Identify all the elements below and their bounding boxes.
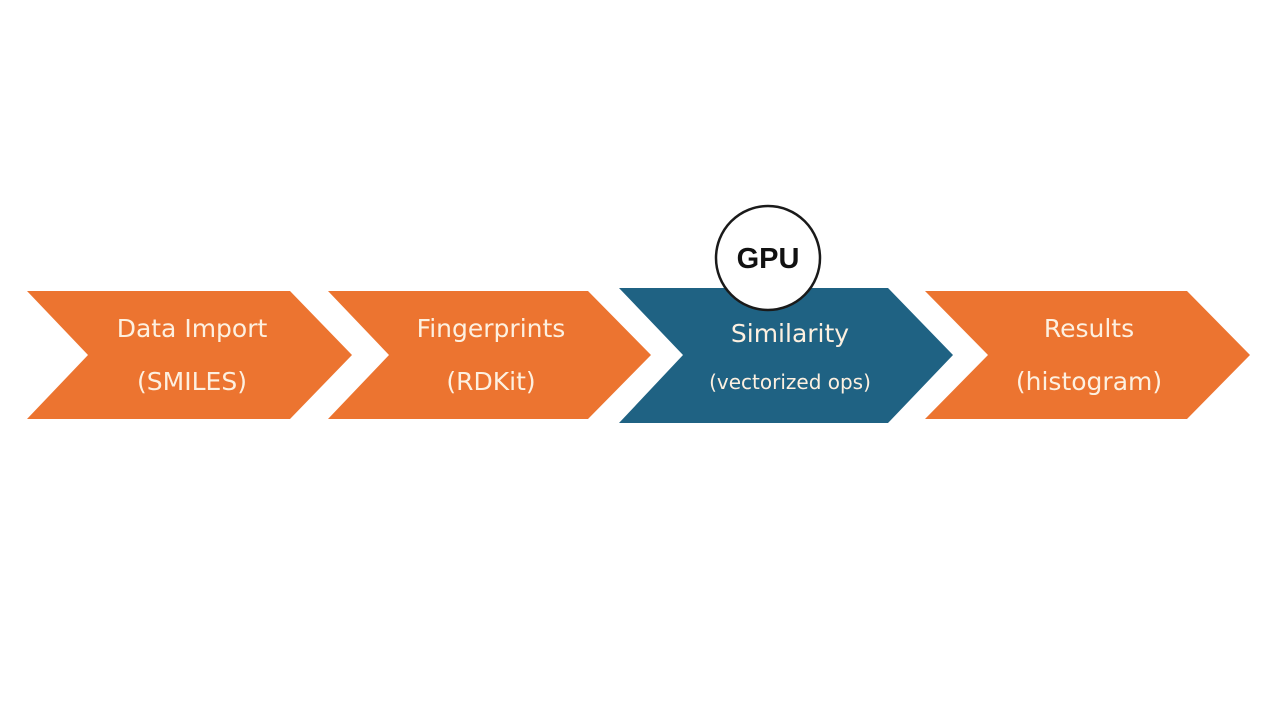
step-fingerprints: Fingerprints (RDKit) [328,291,651,419]
chevron-shape [27,291,352,419]
step-data-import: Data Import (SMILES) [27,291,352,419]
badge-label: GPU [737,243,800,275]
chevron-shape [619,288,953,423]
step-subtitle: (RDKit) [446,367,535,396]
step-results: Results (histogram) [925,291,1250,419]
step-title: Fingerprints [417,314,566,343]
step-similarity: Similarity (vectorized ops) [619,288,953,423]
step-title: Results [1044,314,1134,343]
chevron-shape [328,291,651,419]
step-title: Similarity [731,319,849,348]
step-subtitle: (histogram) [1016,367,1162,396]
step-subtitle: (SMILES) [137,367,247,396]
step-title: Data Import [117,314,268,343]
gpu-badge: GPU [714,204,822,312]
step-subtitle: (vectorized ops) [709,370,871,394]
chevron-shape [925,291,1250,419]
badge-circle [714,204,822,312]
